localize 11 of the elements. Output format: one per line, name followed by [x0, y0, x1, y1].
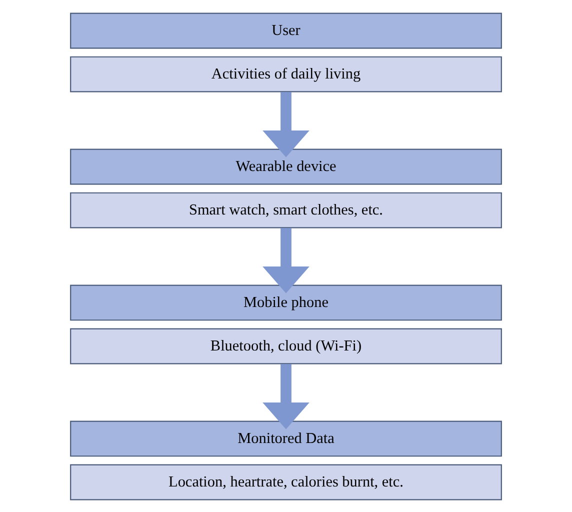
- arrow: [262, 228, 310, 293]
- node-box: Wearable device: [70, 148, 502, 184]
- node-box: User: [70, 12, 502, 48]
- node-box: Mobile phone: [70, 284, 502, 320]
- node-box: Location, heartrate, calories burnt, etc.: [70, 464, 502, 500]
- node-box: Smart watch, smart clothes, etc.: [70, 192, 502, 228]
- node-box: Activities of daily living: [70, 56, 502, 92]
- arrow: [262, 363, 310, 429]
- node-box: Bluetooth, cloud (Wi-Fi): [70, 328, 502, 364]
- node-box: Monitored Data: [70, 420, 502, 456]
- arrow: [262, 92, 310, 157]
